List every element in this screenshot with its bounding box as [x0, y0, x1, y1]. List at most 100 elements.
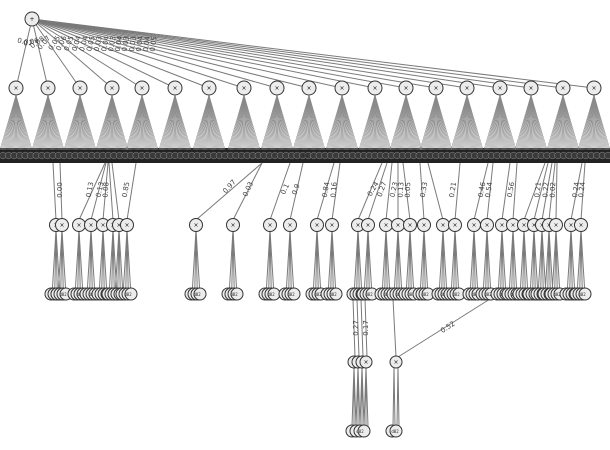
product-edge-weight: 0.23 — [389, 181, 400, 198]
level1-product-node[interactable]: × — [104, 80, 120, 96]
level1-product-node[interactable]: × — [167, 80, 183, 96]
product-to-leaf-edge — [269, 229, 275, 290]
level2-product-node-label: × — [499, 222, 504, 229]
leaf-node-label: d82 — [124, 292, 132, 297]
level2-product-node[interactable]: × — [263, 218, 277, 232]
leaf-node-label: d82 — [553, 292, 561, 297]
leaf-node[interactable] — [329, 287, 343, 301]
leaf-node[interactable] — [287, 287, 301, 301]
root-edge — [31, 18, 143, 89]
level2-product-node-circle — [448, 218, 462, 232]
level2-product-node[interactable]: × — [72, 218, 86, 232]
leaf-node-circle — [287, 287, 301, 301]
leaf-node[interactable] — [230, 287, 244, 301]
level2-product-node-label: × — [76, 222, 81, 229]
level2-product-node[interactable]: × — [379, 218, 393, 232]
deep-product-node[interactable]: × — [389, 355, 403, 369]
level2-product-node[interactable]: × — [120, 218, 134, 232]
level2-product-node-label: × — [539, 222, 544, 229]
level1-product-node-label: × — [497, 85, 502, 92]
leaf-node-circle — [124, 287, 138, 301]
leaf-node-label: d82 — [407, 292, 415, 297]
level2-product-node[interactable]: × — [417, 218, 431, 232]
level2-product-node-label: × — [521, 222, 526, 229]
product-edge-weight: 0.02 — [549, 182, 558, 198]
level1-product-node[interactable]: × — [301, 80, 317, 96]
level1-product-node[interactable]: × — [269, 80, 285, 96]
band-to-product-edge — [59, 162, 63, 221]
level1-product-node-label: × — [433, 85, 438, 92]
level1-product-node[interactable]: × — [201, 80, 217, 96]
band-to-product-edge — [78, 162, 106, 221]
level2-product-node-circle — [226, 218, 240, 232]
level1-product-node[interactable]: × — [492, 80, 508, 96]
product-edge-weight: 0.13 — [85, 181, 96, 198]
level1-product-node[interactable]: × — [236, 80, 252, 96]
level1-product-node[interactable]: × — [586, 80, 602, 96]
root-sum-node-label: + — [29, 16, 34, 23]
level1-product-node[interactable]: × — [134, 80, 150, 96]
root-edge — [31, 18, 176, 89]
level2-product-node[interactable]: × — [480, 218, 494, 232]
level2-product-node[interactable]: × — [283, 218, 297, 232]
band-to-product-edge — [111, 162, 120, 221]
deep-leaf-node[interactable] — [357, 424, 371, 438]
level1-product-node-label: × — [13, 85, 18, 92]
level2-product-node[interactable]: × — [361, 218, 375, 232]
level2-product-node-label: × — [383, 222, 388, 229]
level2-product-node-label: × — [510, 222, 515, 229]
deep-branch-edge — [352, 298, 356, 358]
level1-product-node[interactable]: × — [555, 80, 571, 96]
level1-product-node-circle — [586, 80, 602, 96]
root-edge-weight: 0.06 — [23, 36, 41, 47]
leaf-node-label: d82 — [314, 292, 322, 297]
level2-product-node[interactable]: × — [467, 218, 481, 232]
leaf-node[interactable] — [578, 287, 592, 301]
level2-product-node-label: × — [553, 222, 558, 229]
level2-product-node[interactable]: × — [574, 218, 588, 232]
level1-product-node[interactable]: × — [367, 80, 383, 96]
level1-product-node-label: × — [139, 85, 144, 92]
leaf-node[interactable] — [193, 287, 207, 301]
leaf-node-label: d82 — [365, 292, 373, 297]
product-edge-weight: 0.33 — [419, 181, 430, 198]
level2-product-node[interactable]: × — [391, 218, 405, 232]
level2-product-node[interactable]: × — [189, 218, 203, 232]
level2-product-node[interactable]: × — [436, 218, 450, 232]
leaf-node-label: d82 — [578, 292, 586, 297]
level2-product-node[interactable]: × — [448, 218, 462, 232]
level2-product-node[interactable]: × — [226, 218, 240, 232]
level2-product-node-circle — [325, 218, 339, 232]
product-to-leaf-edge — [454, 229, 460, 290]
level2-product-node-circle — [189, 218, 203, 232]
product-to-leaf-edge — [126, 229, 132, 290]
band-to-product-edge — [555, 162, 558, 221]
band-to-product-edge — [570, 162, 583, 221]
level1-product-node-label: × — [560, 85, 565, 92]
level2-product-node[interactable]: × — [310, 218, 324, 232]
leaf-node[interactable] — [124, 287, 138, 301]
level1-product-node[interactable]: × — [459, 80, 475, 96]
band-to-product-edge — [269, 162, 291, 221]
level1-product-node[interactable]: × — [398, 80, 414, 96]
level2-product-node-label: × — [230, 222, 235, 229]
level2-product-node[interactable]: × — [325, 218, 339, 232]
level2-product-node[interactable]: × — [403, 218, 417, 232]
level1-product-node[interactable]: × — [8, 80, 24, 96]
deep-product-node[interactable]: × — [359, 355, 373, 369]
root-edge-weight: 0.03 — [128, 36, 138, 53]
level1-product-node[interactable]: × — [428, 80, 444, 96]
level2-product-node[interactable]: × — [549, 218, 563, 232]
product-to-leaf-edge — [397, 229, 403, 290]
root-sum-node[interactable]: + — [24, 11, 40, 27]
deep-leaf-node[interactable] — [389, 424, 403, 438]
level2-product-node[interactable]: × — [84, 218, 98, 232]
level1-product-node[interactable]: × — [40, 80, 56, 96]
level1-product-node[interactable]: × — [72, 80, 88, 96]
root-edge — [31, 18, 532, 89]
level2-product-node[interactable]: × — [55, 218, 69, 232]
band-to-product-edge — [427, 162, 444, 221]
level1-product-node[interactable]: × — [334, 80, 350, 96]
level1-product-node[interactable]: × — [523, 80, 539, 96]
